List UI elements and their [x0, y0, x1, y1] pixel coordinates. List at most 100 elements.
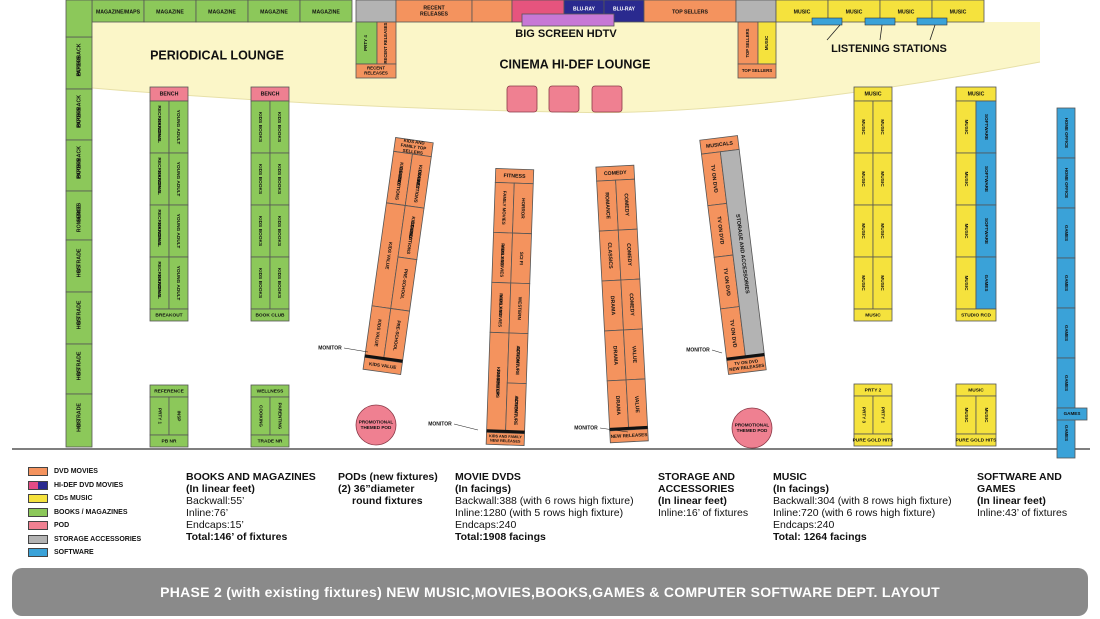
monitor-pointer [711, 349, 723, 354]
label-line: SCI FI [519, 252, 524, 265]
label-line: SERIES [76, 202, 82, 222]
label-line: THEMED POD [737, 428, 768, 433]
left-wall-fixture [65, 190, 93, 241]
label-line: NEW RELEASES [729, 363, 765, 372]
top-wall-label: MAGAZINE [260, 9, 288, 15]
summary-movies-line: Inline:1280 (with 5 rows high fixture) [455, 507, 624, 519]
software-end [1056, 407, 1088, 421]
gondola-label: YOUNG ADULT [175, 110, 181, 145]
wrapped-label: ROMANCE [603, 192, 610, 220]
legend-item: DVD MOVIES [28, 467, 98, 476]
top-wall-storage [735, 0, 777, 23]
cinema-lounge-label: CINEMA HI-DEF LOUNGE [500, 57, 651, 71]
software-wall-label: HOME OFFICE [1064, 118, 1069, 149]
monitor-label: MONITOR [428, 421, 452, 427]
gondola-end-label: BOOK CLUB [255, 312, 285, 318]
wrapped-label: VALUE [630, 346, 637, 364]
monitor-bar [486, 429, 525, 434]
legend-swatch [28, 507, 48, 517]
gondola-label: KIDS BOOKS [257, 268, 263, 299]
software-end-label: GAMES [1064, 411, 1081, 416]
wrapped-label: TV ON DVD [709, 164, 718, 193]
small-fixture-bottom [853, 433, 893, 447]
promotional-pod [355, 404, 397, 446]
listening-pointer [826, 24, 841, 41]
wrapped-label: TV ON DVD [722, 268, 731, 297]
hdtv-label: BIG SCREEN HDTV [515, 28, 617, 40]
label-line: VALUE [633, 396, 640, 414]
lounge-seat [548, 85, 580, 113]
gondola-label: MUSIC [860, 223, 866, 239]
label-line: RECREATIONAL [156, 157, 162, 195]
monitor-pointer [343, 347, 369, 353]
left-wall-fixture [65, 291, 93, 345]
label-line: NEW RELEASES [490, 439, 521, 444]
gondola-cap-label: MUSIC [968, 91, 985, 97]
small-fixture-label: INSP [176, 411, 181, 422]
label-line: VALUE [630, 346, 637, 364]
wrapped-label: VALUE [633, 396, 640, 414]
lounge-seat [506, 85, 538, 113]
label-line: BS [76, 265, 82, 273]
label-line: KIDS AND [498, 295, 504, 316]
label-line: COLLECTIONS [394, 167, 404, 200]
wrapped-label: CLASSICS [606, 242, 613, 269]
label-line: FAMILY MOVIES [498, 293, 504, 327]
label-line: KIDS AND [500, 245, 506, 266]
legend-item: POD [28, 521, 69, 530]
label-line: MUSIC [860, 223, 866, 239]
summary-music-line: Backwall:304 (with 8 rows high fixture) [773, 495, 952, 507]
label-line: COLLECTIONS [413, 170, 423, 203]
summary-books-title: BOOKS AND MAGAZINES [186, 471, 316, 483]
left-wall-fixture [65, 0, 93, 38]
summary-storage-sub: (In linear feet) [658, 495, 727, 507]
top-wall-book-fixture [299, 0, 353, 23]
small-fixture-label: PRTY 1 [157, 408, 162, 424]
label-line: RELEASES [420, 11, 449, 17]
wrapped-label: HORROR [520, 198, 526, 219]
legend-swatch [28, 548, 48, 557]
small-fixture-bottom [250, 434, 290, 448]
label-line: YOUNG ADULT [175, 266, 181, 301]
gondola-label: KIDS BOOKS [276, 216, 282, 247]
lounge-seat [591, 85, 623, 113]
wrapped-label: COMEDY [628, 293, 635, 317]
summary-pods-title: PODs (new fixtures) [338, 471, 438, 483]
monitor-label: MONITOR [686, 347, 710, 353]
label-line: BOOKS [76, 107, 82, 127]
summary-music-line: Endcaps:240 [773, 519, 835, 531]
gondola-cap-label: MUSICALS [706, 141, 734, 150]
label-line: ACTION / [515, 345, 521, 366]
software-wall-label: GAMES [1064, 425, 1069, 441]
listening-pointer [879, 24, 883, 41]
label-line: TV ON DVD [734, 358, 758, 366]
gondola-label: KIDS BOOKS [257, 112, 263, 143]
gondola-label: MUSIC [860, 171, 866, 187]
monitor-pointer [599, 427, 629, 433]
label-line: KIDS BOOKS [276, 268, 282, 299]
label-line: HC/ TRADE [76, 403, 82, 432]
listening-station [864, 17, 896, 26]
summary-software-line: Inline:43’ of fixtures [977, 507, 1068, 519]
label-line: FAMILY [408, 224, 415, 241]
wrapped-label: ACTION /ADVENTURE [515, 345, 521, 375]
legend-label: DVD MOVIES [54, 468, 98, 475]
gondola-end [362, 356, 403, 375]
gondola-label: MUSIC [879, 223, 885, 239]
gondola-label: SOFTWARE [984, 218, 989, 244]
fixture-label: TOP SELLERS [745, 28, 750, 57]
small-fixture-label: REFERENCE [154, 388, 184, 394]
label-line: MUSIC [879, 171, 885, 187]
label-line: KIDS AND [408, 216, 416, 239]
small-fixture-label: TRADE NR [258, 438, 283, 444]
software-wall-label: GAMES [1064, 275, 1069, 291]
top-wall-label: MAGAZINE [208, 9, 236, 15]
label-line: KIDS BOOKS [276, 112, 282, 143]
wrapped-label: PRE-SCHOOL [392, 320, 401, 351]
gondola-label: MUSIC [964, 172, 969, 187]
